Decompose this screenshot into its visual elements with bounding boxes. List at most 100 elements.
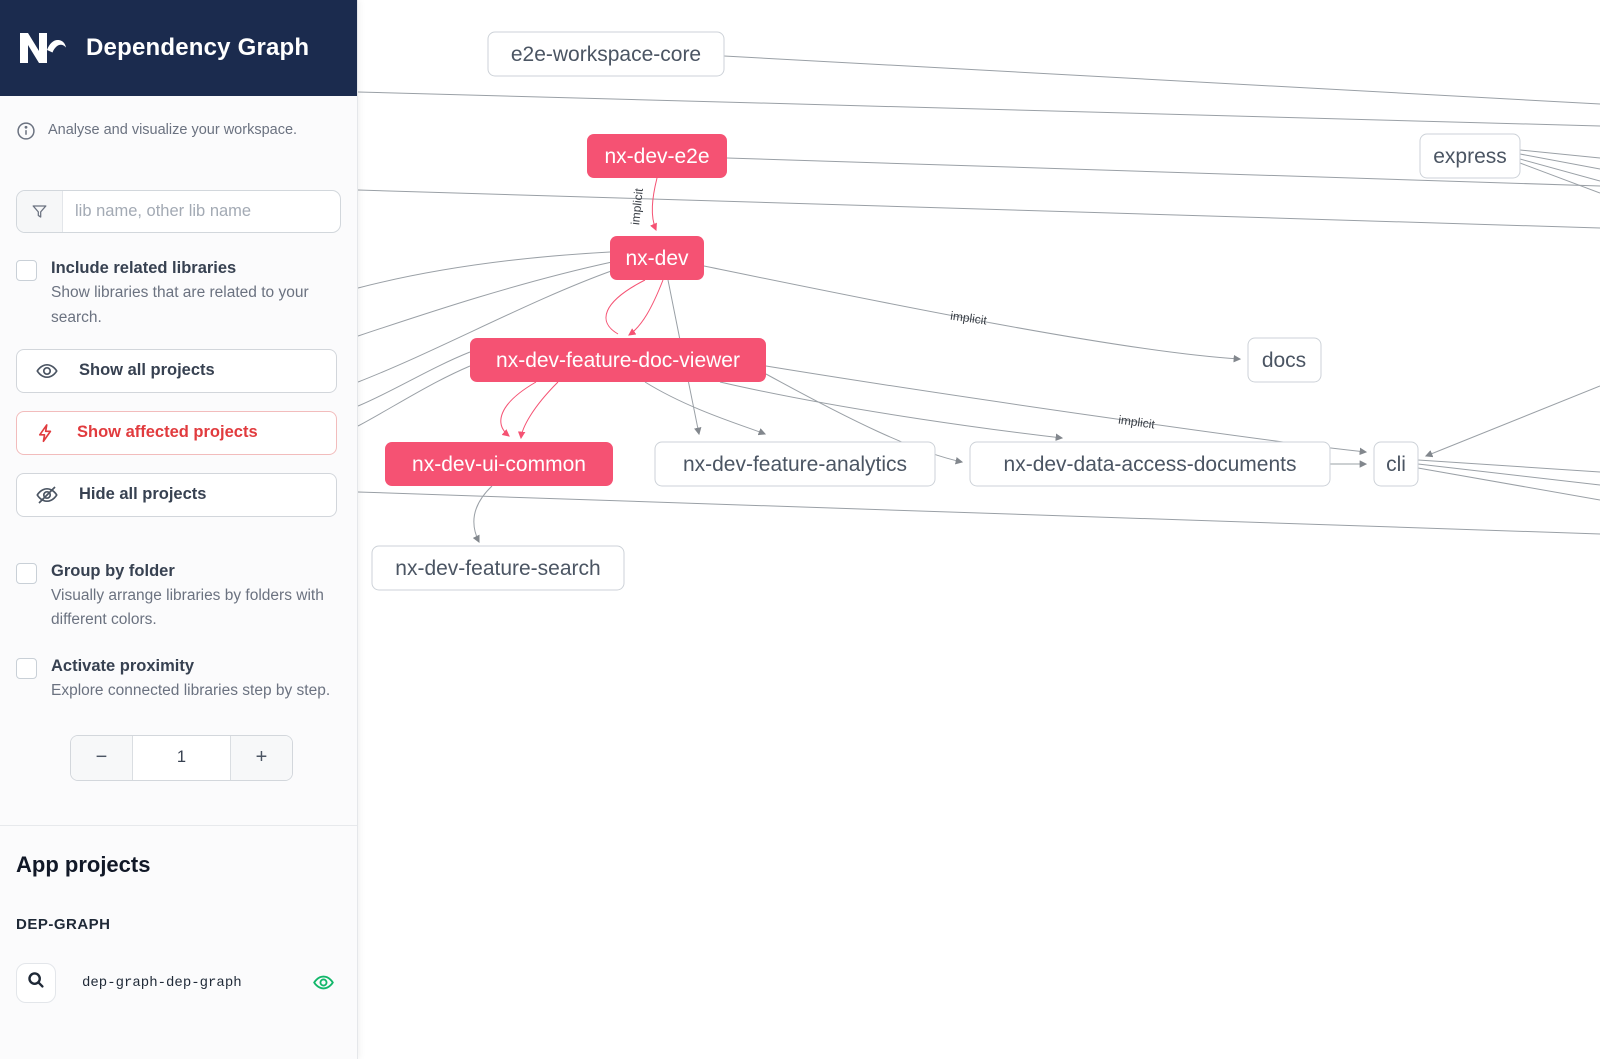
graph-edge [358,251,611,289]
graph-node-nx-dev-feature-search[interactable]: nx-dev-feature-search [371,545,625,591]
tagline: Analyse and visualize your workspace. [16,122,341,145]
graph-edge [358,261,613,337]
stepper-increment-button[interactable]: + [230,735,292,780]
sidebar: Dependency Graph Analyse and visualize y… [0,0,358,1059]
graph-edge [723,55,1600,105]
project-list-item: dep-graph-dep-graph [16,962,341,1003]
graph-node-nx-dev-feature-doc-viewer[interactable]: nx-dev-feature-doc-viewer [470,338,766,382]
eye-off-icon [35,483,59,507]
show-all-projects-label: Show all projects [79,361,215,380]
graph-edge [703,265,1242,363]
graph-edge-labels: implicit implicit implicit [628,187,1156,432]
svg-text:nx-dev-ui-common: nx-dev-ui-common [412,453,586,476]
filter-funnel-icon [17,191,63,232]
svg-text:cli: cli [1386,453,1406,476]
proximity-stepper: − 1 + [70,734,293,781]
graph-edge [358,491,1600,535]
graph-edge [644,381,767,436]
group-by-folder-label: Group by folder [51,561,175,580]
graph-edge [358,351,471,407]
graph-node-nx-dev-feature-analytics[interactable]: nx-dev-feature-analytics [654,441,936,487]
graph-edge-affected [605,279,646,335]
activate-proximity-row: Activate proximity Explore connected lib… [16,657,337,704]
focus-magnifier-icon [25,969,47,996]
graph-edge-affected [628,279,664,336]
tagline-text: Analyse and visualize your workspace. [48,122,298,138]
include-related-description: Show libraries that are related to your … [51,284,309,326]
edge-label-implicit: implicit [949,309,988,328]
graph-node-express[interactable]: express [1419,133,1521,179]
graph-edge [1417,459,1600,473]
dependency-graph: implicit implicit implicit e2e-workspace… [358,31,1600,591]
svg-text:nx-dev-feature-analytics: nx-dev-feature-analytics [683,453,907,476]
include-related-row: Include related libraries Show libraries… [16,259,337,331]
hide-all-projects-button[interactable]: Hide all projects [16,472,337,517]
group-by-folder-description: Visually arrange libraries by folders wi… [51,586,324,629]
svg-text:express: express [1433,145,1507,168]
graph-edge [1519,153,1600,170]
project-name: dep-graph-dep-graph [82,974,242,991]
show-affected-projects-label: Show affected projects [77,423,258,442]
activate-proximity-checkbox[interactable] [16,658,37,680]
svg-text:nx-dev: nx-dev [625,247,689,270]
graph-edge [472,485,493,544]
include-related-checkbox[interactable] [16,260,37,281]
show-all-projects-button[interactable]: Show all projects [16,348,337,393]
app-header: Dependency Graph [0,0,357,96]
include-related-label: Include related libraries [51,259,237,277]
app-title: Dependency Graph [86,34,310,61]
graph-node-cli[interactable]: cli [1373,441,1419,487]
project-visibility-eye-icon[interactable] [312,971,335,994]
graph-node-nx-dev[interactable]: nx-dev [610,236,704,280]
graph-edge [358,189,1600,229]
graph-edge [1424,385,1600,458]
edge-label-implicit: implicit [1117,413,1156,432]
graph-edge-affected [517,381,559,440]
graph-edge [719,381,1064,441]
graph-edge [1417,467,1600,501]
graph-edge [765,373,964,465]
svg-text:nx-dev-feature-search: nx-dev-feature-search [395,557,600,580]
graph-edge [358,91,1600,127]
hide-all-projects-label: Hide all projects [79,485,207,504]
graph-edge-affected [500,381,537,437]
info-icon [16,121,36,145]
project-group-label: DEP-GRAPH [16,915,111,933]
graph-edge-affected [650,177,658,232]
stepper-decrement-button[interactable]: − [71,735,133,780]
eye-icon [35,359,59,383]
graph-edge [358,269,615,383]
graph-canvas[interactable]: implicit implicit implicit e2e-workspace… [358,0,1600,1059]
svg-text:docs: docs [1262,349,1306,372]
projects-heading: App projects [16,851,151,877]
graph-node-e2e-workspace-core[interactable]: e2e-workspace-core [487,31,725,77]
group-by-folder-row: Group by folder Visually arrange librari… [16,562,337,634]
svg-text:nx-dev-feature-doc-viewer: nx-dev-feature-doc-viewer [496,349,740,372]
graph-node-nx-dev-e2e[interactable]: nx-dev-e2e [587,134,727,178]
graph-nodes: e2e-workspace-core nx-dev-e2e express nx… [371,31,1521,591]
nx-logo-icon [16,26,70,70]
lightning-bolt-icon [35,422,57,444]
graph-edge [1519,162,1600,194]
graph-node-nx-dev-ui-common[interactable]: nx-dev-ui-common [385,442,613,486]
sidebar-divider [0,824,357,826]
stepper-value: 1 [133,735,230,780]
graph-node-docs[interactable]: docs [1247,337,1322,383]
svg-text:e2e-workspace-core: e2e-workspace-core [511,43,701,66]
activate-proximity-description: Explore connected libraries step by step… [51,682,331,700]
graph-edge [1519,149,1600,159]
graph-node-nx-dev-data-access-documents[interactable]: nx-dev-data-access-documents [969,441,1331,487]
edge-label-implicit: implicit [628,187,646,226]
activate-proximity-label: Activate proximity [51,657,195,676]
graph-edge [358,365,471,427]
search-box [16,190,341,233]
svg-text:nx-dev-data-access-documents: nx-dev-data-access-documents [1004,453,1297,476]
group-by-folder-checkbox[interactable] [16,562,37,584]
focus-project-button[interactable] [16,962,56,1003]
show-affected-projects-button[interactable]: Show affected projects [16,410,337,455]
graph-edge [1519,158,1600,182]
search-input[interactable] [63,191,340,232]
graph-edge [1417,463,1600,486]
graph-edge [726,157,1600,187]
svg-text:nx-dev-e2e: nx-dev-e2e [604,145,709,168]
